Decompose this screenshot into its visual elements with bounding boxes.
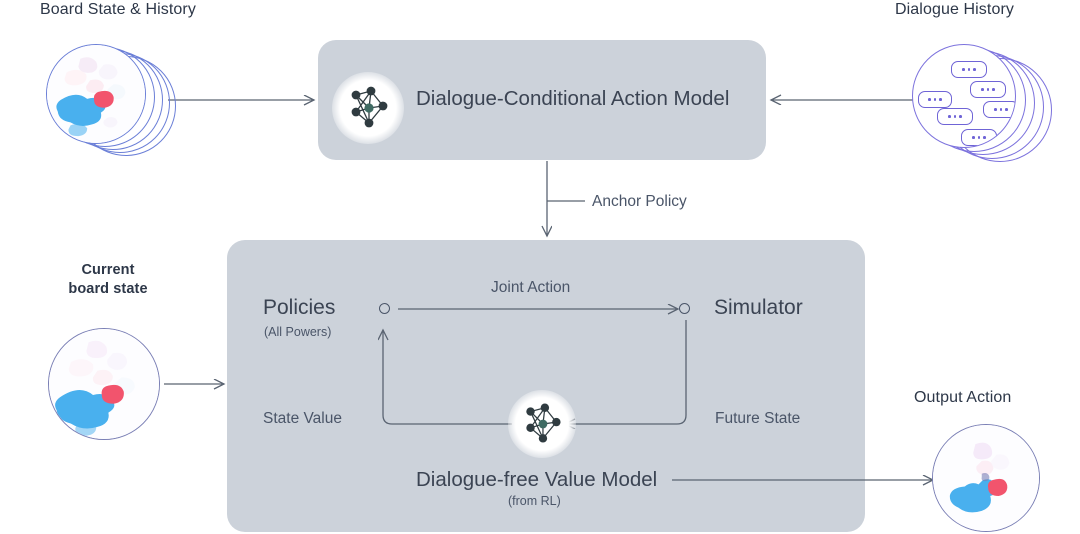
top-panel-model-icon-wrap (332, 72, 404, 144)
output-action-thumbnail (932, 424, 1040, 532)
output-map-art (933, 425, 1039, 531)
value-model-sublabel: (from RL) (508, 494, 561, 508)
search-loop-panel (227, 240, 865, 532)
policies-label: Policies (263, 296, 336, 319)
chat-bubble (983, 101, 1015, 118)
edge-state-value (383, 330, 512, 425)
chat-bubble (937, 108, 973, 125)
dialogue-history-thumbnail (912, 44, 1016, 148)
dialogue-history-title: Dialogue History (895, 1, 1014, 18)
chat-bubble (970, 81, 1006, 98)
joint-action-label: Joint Action (491, 279, 571, 296)
current-board-state-thumb (48, 328, 162, 442)
current-board-state-title: Current board state (60, 261, 156, 299)
edge-future-state (565, 320, 687, 424)
board-state-stack (46, 44, 176, 160)
chat-bubble (918, 91, 952, 108)
output-action-thumb (932, 424, 1042, 534)
neural-network-icon (351, 86, 388, 128)
future-state-label: Future State (715, 410, 801, 427)
policies-node (379, 303, 390, 314)
current-board-map-art (49, 329, 159, 439)
simulator-label: Simulator (714, 296, 803, 319)
current-board-state-thumbnail (48, 328, 160, 440)
current-board-state-line2: board state (68, 281, 148, 297)
output-action-title: Output Action (914, 389, 1012, 406)
neural-network-icon (526, 403, 561, 443)
current-board-state-line1: Current (81, 262, 135, 278)
chat-bubble (961, 129, 997, 146)
dialogue-history-stack (912, 44, 1052, 164)
value-model-icon-wrap (508, 390, 576, 458)
anchor-policy-label: Anchor Policy (592, 193, 687, 210)
simulator-node (679, 303, 690, 314)
dialogue-free-value-model-label: Dialogue-free Value Model (416, 468, 658, 491)
chat-bubble (951, 61, 987, 78)
dialogue-conditional-action-model-label: Dialogue-Conditional Action Model (416, 87, 730, 110)
policies-sublabel: (All Powers) (264, 325, 332, 339)
state-value-label: State Value (263, 410, 342, 427)
board-state-thumbnail (46, 44, 146, 144)
board-map-art (47, 45, 145, 143)
board-state-history-title: Board State & History (40, 1, 196, 18)
